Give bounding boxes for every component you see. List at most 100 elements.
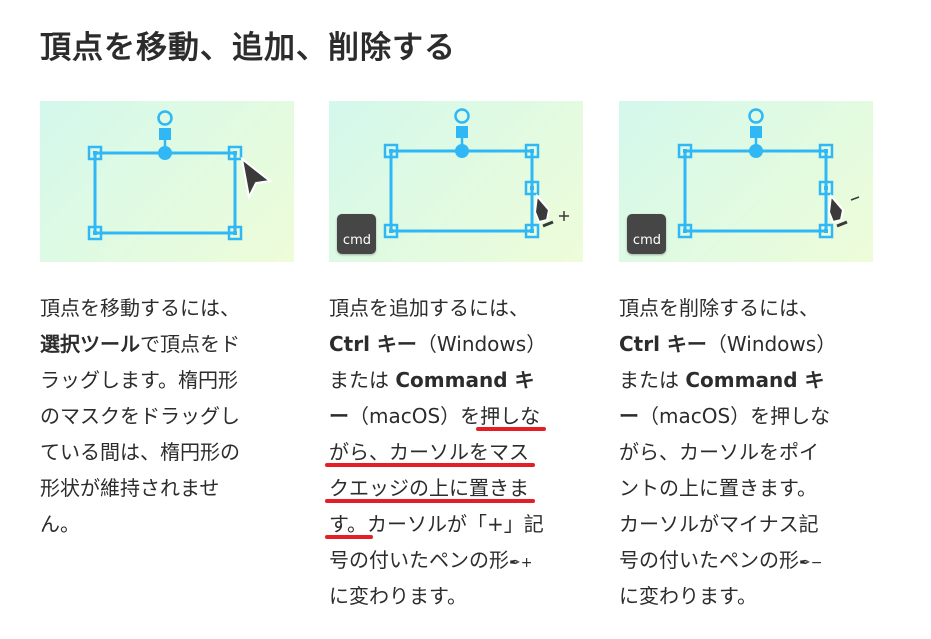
bold-text: Command キ xyxy=(395,368,535,392)
highlighted-text: す。 xyxy=(329,512,367,536)
text-line: Ctrl キー（Windows） xyxy=(619,326,873,362)
text-segment: で頂点をド xyxy=(140,332,240,356)
vertex-handle xyxy=(524,223,540,239)
text-line: Ctrl キー（Windows） xyxy=(329,326,583,362)
mask-shape-diagram xyxy=(383,108,569,239)
text-segment: のマスクをドラッグし xyxy=(40,404,240,428)
text-segment: 頂点を移動するには、 xyxy=(40,296,240,320)
mask-shape-diagram xyxy=(87,110,273,241)
text-line: または Command キ xyxy=(619,362,873,398)
text-line: ントの上に置きます。 xyxy=(619,470,873,506)
vertex-handle xyxy=(87,225,103,241)
text-segment: 号の付いたペンの形 xyxy=(619,548,799,572)
text-segment: 号の付いたペンの形 xyxy=(329,548,509,572)
bold-text: Ctrl キー xyxy=(619,332,707,356)
vertex-handle xyxy=(87,145,103,161)
text-line: クエッジの上に置きま xyxy=(329,470,583,506)
cmd-key-icon: cmd xyxy=(627,214,666,254)
vertex-handle-mid-right xyxy=(818,180,834,196)
column-move-vertex: 頂点を移動するには、選択ツールで頂点をドラッグします。楕円形のマスクをドラッグし… xyxy=(40,101,294,542)
vertex-handle xyxy=(818,223,834,239)
text-line: に変わります。 xyxy=(619,578,873,614)
text-segment: カーソルがマイナス記 xyxy=(619,512,819,536)
description-add: 頂点を追加するには、Ctrl キー（Windows）または Command キー… xyxy=(329,290,583,614)
text-line: 号の付いたペンの形✒− xyxy=(619,542,873,578)
text-segment: 形状が維持されませ xyxy=(40,476,220,500)
cmd-key-label: cmd xyxy=(342,233,371,248)
text-line: ー（macOS）を押しな xyxy=(619,398,873,434)
vertex-handle-mid-right xyxy=(524,180,540,196)
bold-text: Ctrl キー xyxy=(329,332,417,356)
text-line: または Command キ xyxy=(329,362,583,398)
text-segment: または xyxy=(329,368,396,392)
arrow-cursor-icon xyxy=(240,156,273,201)
text-line: ん。 xyxy=(40,506,294,542)
vertex-handle xyxy=(677,143,693,159)
text-segment: または xyxy=(619,368,686,392)
rotate-handle xyxy=(157,110,173,126)
text-segment: に変わります。 xyxy=(329,584,467,608)
feather-handle xyxy=(159,128,171,140)
pen-add-cursor-icon xyxy=(533,193,569,228)
cmd-key-icon: cmd xyxy=(337,214,376,254)
text-line: 号の付いたペンの形✒+ xyxy=(329,542,583,578)
illustration-add: cmd xyxy=(329,101,583,262)
text-line: カーソルがマイナス記 xyxy=(619,506,873,542)
text-line: ー（macOS）を押しな xyxy=(329,398,583,434)
text-segment: （Windows） xyxy=(416,332,547,356)
text-line: のマスクをドラッグし xyxy=(40,398,294,434)
bold-text: 選択ツール xyxy=(40,332,140,356)
text-segment: ラッグします。楕円形 xyxy=(40,368,238,392)
page-title: 頂点を移動、追加、削除する xyxy=(40,30,456,66)
vertex-handle xyxy=(383,223,399,239)
text-segment: ん。 xyxy=(40,512,80,536)
text-segment: に変わります。 xyxy=(619,584,757,608)
description-delete: 頂点を削除するには、Ctrl キー（Windows）または Command キー… xyxy=(619,290,873,614)
expansion-handle xyxy=(158,146,172,160)
text-line: 形状が維持されませ xyxy=(40,470,294,506)
text-segment: カーソルが「+」記 xyxy=(367,512,544,536)
bold-text: ー xyxy=(329,404,349,428)
pen-add-icon: ✒+ xyxy=(509,555,533,571)
bold-text: Command キ xyxy=(685,368,825,392)
feather-handle xyxy=(750,126,762,138)
pen-delete-cursor-icon xyxy=(827,193,860,228)
vertex-handle xyxy=(677,223,693,239)
pen-delete-icon: ✒− xyxy=(799,555,823,571)
highlighted-text: がら、カーソルをマス xyxy=(329,440,529,464)
illustration-delete: cmd xyxy=(619,101,873,262)
vertex-handle xyxy=(383,143,399,159)
text-line: 頂点を追加するには、 xyxy=(329,290,583,326)
text-segment: （macOS）を xyxy=(349,404,481,428)
expansion-handle xyxy=(455,144,469,158)
vertex-handle xyxy=(227,145,243,161)
text-line: 頂点を削除するには、 xyxy=(619,290,873,326)
mask-shape-diagram xyxy=(677,108,860,239)
text-segment: 頂点を追加するには、 xyxy=(329,296,529,320)
feather-handle xyxy=(456,126,468,138)
vertex-handle xyxy=(524,143,540,159)
expansion-handle xyxy=(749,144,763,158)
rotate-handle xyxy=(748,108,764,124)
description-move: 頂点を移動するには、選択ツールで頂点をドラッグします。楕円形のマスクをドラッグし… xyxy=(40,290,294,542)
bold-text: ー xyxy=(619,404,639,428)
text-segment: ている間は、楕円形の xyxy=(40,440,240,464)
text-segment: ントの上に置きます。 xyxy=(619,476,817,500)
text-line: がら、カーソルをマス xyxy=(329,434,583,470)
text-segment: 頂点を削除するには、 xyxy=(619,296,819,320)
illustration-move xyxy=(40,101,294,262)
text-line: 頂点を移動するには、 xyxy=(40,290,294,326)
text-line: がら、カーソルをポイ xyxy=(619,434,873,470)
vertex-handle xyxy=(818,143,834,159)
text-segment: がら、カーソルをポイ xyxy=(619,440,819,464)
vertex-handle xyxy=(227,225,243,241)
text-segment: （macOS）を押しな xyxy=(639,404,831,428)
highlighted-text: 押しな xyxy=(480,404,541,428)
rotate-handle xyxy=(454,108,470,124)
text-line: す。カーソルが「+」記 xyxy=(329,506,583,542)
highlighted-text: クエッジの上に置きま xyxy=(329,476,529,500)
text-line: ラッグします。楕円形 xyxy=(40,362,294,398)
text-line: に変わります。 xyxy=(329,578,583,614)
text-line: 選択ツールで頂点をド xyxy=(40,326,294,362)
cmd-key-label: cmd xyxy=(632,233,661,248)
